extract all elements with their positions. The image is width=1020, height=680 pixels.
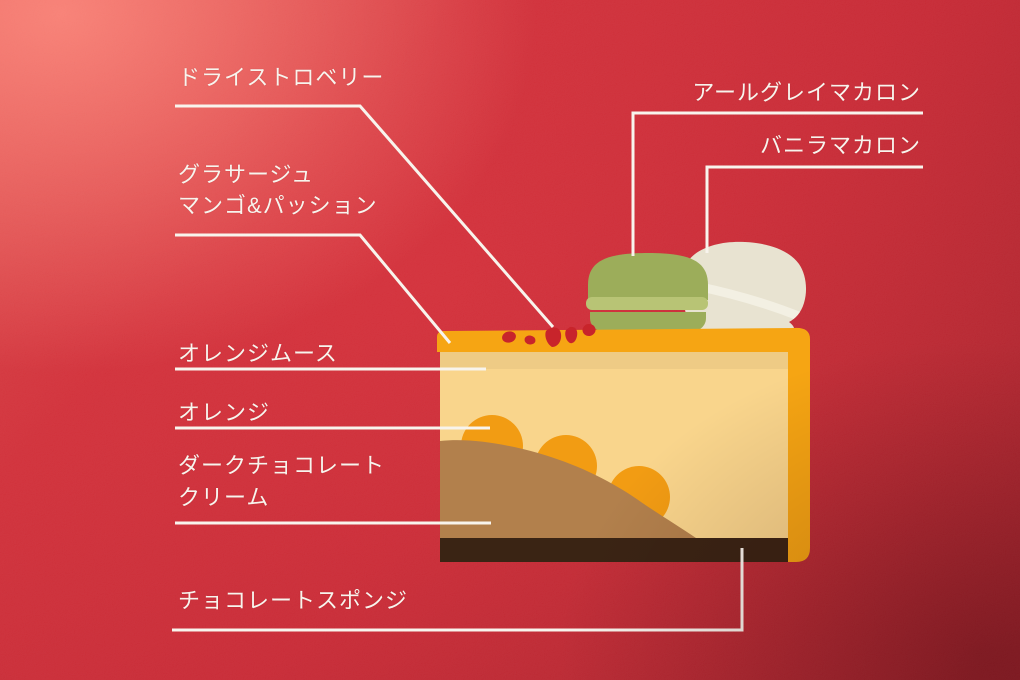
label-dried-strawberry: ドライストロベリー <box>178 65 385 90</box>
label-glacage: グラサージュ マンゴ&パッション <box>178 159 378 221</box>
earl-grey-macaron-filling <box>586 297 708 310</box>
strawberry-bit-5 <box>582 323 596 337</box>
connector-earl-grey-macaron <box>631 111 923 256</box>
dried-strawberry-bits <box>502 323 596 347</box>
chocolate-sponge-layer <box>440 538 788 562</box>
dark-chocolate-cream-layer <box>440 440 696 538</box>
label-vanilla-macaron: バニラマカロン <box>759 133 921 158</box>
label-dark-chocolate-cream-line2: クリーム <box>178 485 270 510</box>
mango-passion-glaze-shape <box>437 327 810 562</box>
connector-lines <box>172 104 923 632</box>
label-orange-mousse: オレンジムース <box>178 341 338 366</box>
strawberry-bit-1 <box>502 331 516 343</box>
label-chocolate-sponge: チョコレートスポンジ <box>178 588 409 613</box>
connector-chocolate-sponge <box>172 548 744 632</box>
strawberry-bit-2 <box>524 335 536 345</box>
label-earl-grey-macaron: アールグレイマカロン <box>692 80 921 105</box>
label-glacage-line2: マンゴ&パッション <box>178 193 378 218</box>
mousse-top-shadow <box>440 352 788 369</box>
earl-grey-macaron-top-shell <box>588 253 708 300</box>
strawberry-bit-3 <box>545 327 562 347</box>
connector-dried-strawberry <box>175 104 555 328</box>
connector-vanilla-macaron <box>705 165 923 253</box>
strawberry-bit-4 <box>565 326 578 344</box>
connector-glacage <box>175 233 452 344</box>
label-dark-chocolate-cream: ダークチョコレート クリーム <box>178 450 385 514</box>
earl-grey-macaron-shape <box>586 253 708 338</box>
label-dark-chocolate-cream-line1: ダークチョコレート <box>178 453 386 478</box>
cake-cut-face <box>440 352 788 562</box>
label-glacage-line1: グラサージュ <box>178 162 315 187</box>
label-orange: オレンジ <box>178 400 271 425</box>
